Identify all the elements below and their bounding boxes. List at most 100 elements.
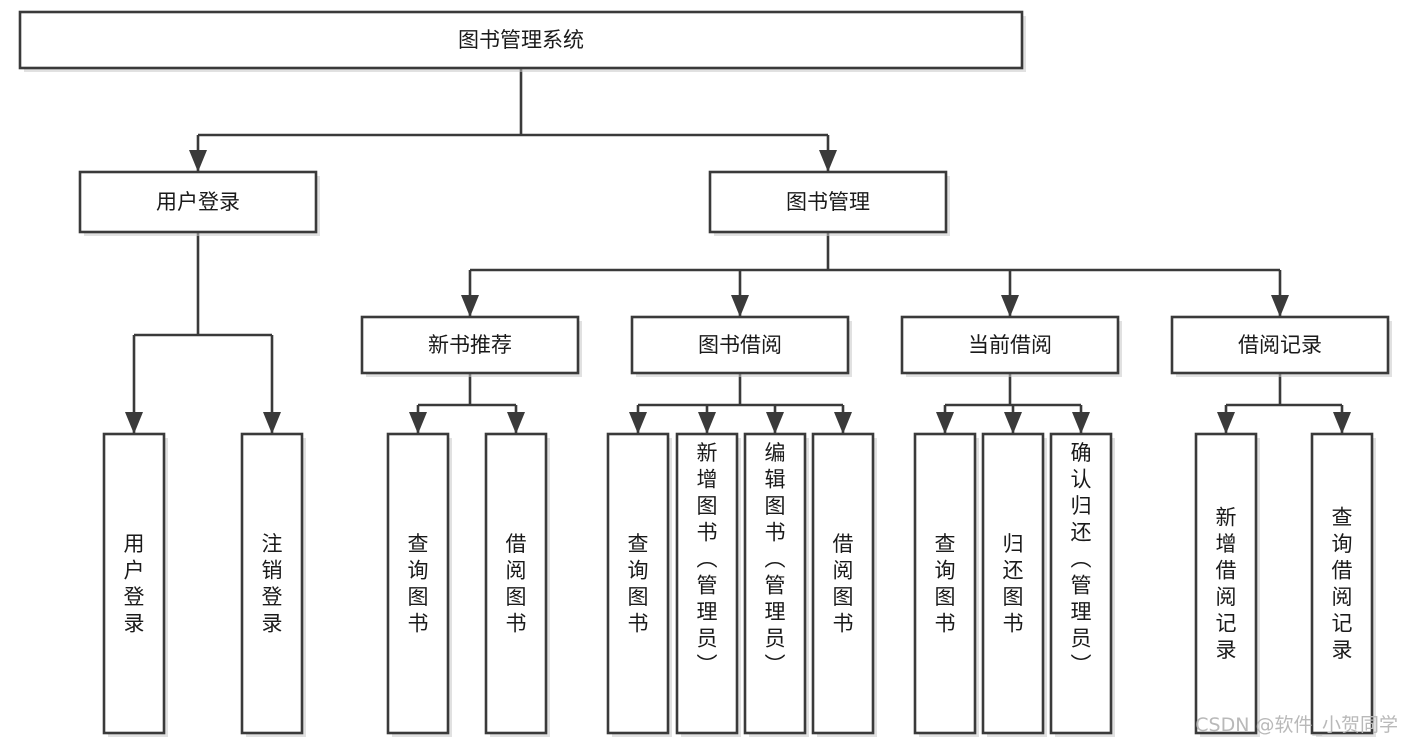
node-box[interactable]	[913, 432, 977, 735]
node-borrow-record[interactable]: 借阅记录	[1170, 315, 1392, 377]
arrow-head-icon	[1333, 412, 1351, 434]
arrow-head-icon	[936, 412, 954, 434]
node-box[interactable]	[386, 432, 450, 735]
node-leaf-borrow-book[interactable]: 借阅图书	[811, 432, 877, 737]
node-root[interactable]: 图书管理系统	[18, 10, 1026, 72]
node-box[interactable]	[360, 315, 580, 375]
node-leaf-add-book-admin[interactable]: 新增图书︵管理员︶	[675, 432, 741, 737]
arrow-head-icon	[1217, 412, 1235, 434]
arrow-head-icon	[834, 412, 852, 434]
arrow-head-icon	[409, 412, 427, 434]
node-box[interactable]	[981, 432, 1045, 735]
arrow-head-icon	[766, 412, 784, 434]
arrow-head-icon	[936, 412, 954, 434]
node-label: 编辑图书︵管理员︶	[765, 441, 786, 677]
node-box[interactable]	[1170, 315, 1390, 375]
node-label: 用户登录	[124, 532, 145, 636]
node-leaf-query-book-current[interactable]: 查询图书	[913, 432, 979, 737]
node-label: 新书推荐	[428, 333, 512, 357]
node-box[interactable]	[630, 315, 850, 375]
node-label: 查询借阅记录	[1332, 506, 1353, 663]
arrow-head-icon	[1217, 412, 1235, 434]
arrow-head-icon	[1271, 295, 1289, 317]
node-book-borrow[interactable]: 图书借阅	[630, 315, 852, 377]
node-label: 注销登录	[262, 532, 283, 636]
node-box[interactable]	[708, 170, 948, 234]
node-label: 查询图书	[628, 532, 649, 636]
node-box[interactable]	[1049, 432, 1113, 735]
arrow-head-icon	[1001, 295, 1019, 317]
arrow-head-icon	[819, 150, 837, 172]
node-new-book-recommend[interactable]: 新书推荐	[360, 315, 582, 377]
node-leaf-return-book[interactable]: 归还图书	[981, 432, 1047, 737]
node-box[interactable]	[1310, 432, 1374, 735]
node-box[interactable]	[606, 432, 670, 735]
node-label: 借阅图书	[506, 532, 527, 636]
node-leaf-query-borrow-record[interactable]: 查询借阅记录	[1310, 432, 1376, 737]
node-book-manage[interactable]: 图书管理	[708, 170, 950, 236]
arrow-head-icon	[731, 295, 749, 317]
arrow-head-icon	[834, 412, 852, 434]
node-label: 借阅记录	[1238, 333, 1322, 357]
node-user-login[interactable]: 用户登录	[78, 170, 320, 236]
arrow-head-icon	[189, 150, 207, 172]
node-label: 归还图书	[1003, 532, 1024, 636]
csdn-watermark: CSDN @软件_小贺同学	[1195, 714, 1398, 736]
node-label: 查询图书	[935, 532, 956, 636]
node-leaf-query-book-recommend[interactable]: 查询图书	[386, 432, 452, 737]
node-leaf-borrow-book-recommend[interactable]: 借阅图书	[484, 432, 550, 737]
node-box[interactable]	[240, 432, 304, 735]
node-label: 图书管理	[786, 190, 870, 214]
node-box[interactable]	[743, 432, 807, 735]
arrow-head-icon	[461, 295, 479, 317]
node-box[interactable]	[484, 432, 548, 735]
arrow-head-icon	[189, 150, 207, 172]
node-label: 当前借阅	[968, 333, 1052, 357]
node-box[interactable]	[811, 432, 875, 735]
arrow-head-icon	[507, 412, 525, 434]
arrow-head-icon	[731, 295, 749, 317]
arrow-head-icon	[507, 412, 525, 434]
arrow-head-icon	[461, 295, 479, 317]
arrow-head-icon	[409, 412, 427, 434]
node-label: 新增图书︵管理员︶	[697, 441, 718, 677]
node-box[interactable]	[18, 10, 1024, 70]
node-label: 确认归还︵管理员︶	[1071, 441, 1092, 677]
arrow-head-icon	[1004, 412, 1022, 434]
arrow-head-icon	[1004, 412, 1022, 434]
node-leaf-user-login[interactable]: 用户登录	[102, 432, 168, 737]
node-box[interactable]	[900, 315, 1120, 375]
node-current-borrow[interactable]: 当前借阅	[900, 315, 1122, 377]
node-leaf-query-book-borrow[interactable]: 查询图书	[606, 432, 672, 737]
node-box[interactable]	[675, 432, 739, 735]
arrow-head-icon	[1072, 412, 1090, 434]
node-label: 借阅图书	[833, 532, 854, 636]
arrow-head-icon	[1333, 412, 1351, 434]
node-leaf-confirm-return-admin[interactable]: 确认归还︵管理员︶	[1049, 432, 1115, 737]
node-label: 图书管理系统	[458, 28, 584, 52]
arrow-head-icon	[629, 412, 647, 434]
node-label: 图书借阅	[698, 333, 782, 357]
arrow-head-icon	[1001, 295, 1019, 317]
node-leaf-add-borrow-record[interactable]: 新增借阅记录	[1194, 432, 1260, 737]
node-leaf-edit-book-admin[interactable]: 编辑图书︵管理员︶	[743, 432, 809, 737]
node-box[interactable]	[102, 432, 166, 735]
arrow-head-icon	[766, 412, 784, 434]
connectors-layer	[125, 68, 1351, 434]
arrow-head-icon	[698, 412, 716, 434]
arrow-head-icon	[263, 412, 281, 434]
arrow-head-icon	[125, 412, 143, 434]
node-label: 查询图书	[408, 532, 429, 636]
node-box[interactable]	[78, 170, 318, 234]
node-leaf-user-logout[interactable]: 注销登录	[240, 432, 306, 737]
arrow-head-icon	[1072, 412, 1090, 434]
arrow-head-icon	[1271, 295, 1289, 317]
node-box[interactable]	[1194, 432, 1258, 735]
arrow-head-icon	[263, 412, 281, 434]
arrow-head-icon	[629, 412, 647, 434]
arrow-head-icon	[125, 412, 143, 434]
arrow-head-icon	[698, 412, 716, 434]
node-label: 用户登录	[156, 190, 240, 214]
